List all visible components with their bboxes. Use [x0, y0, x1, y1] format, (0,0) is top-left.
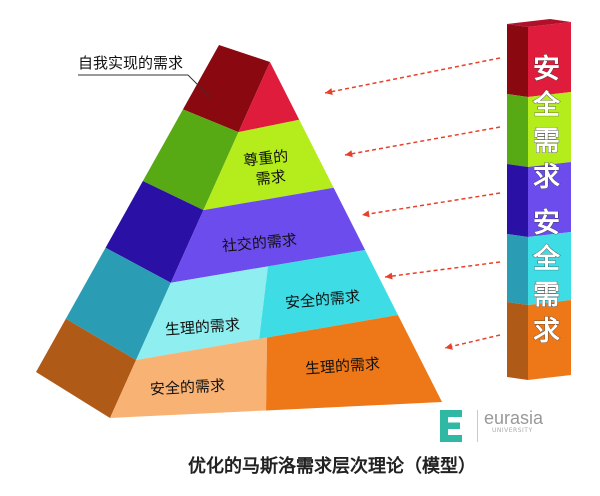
tier-esteem-front — [203, 119, 334, 211]
label-self-actualization: 自我实现的需求 — [78, 54, 183, 72]
column-segment-side — [507, 302, 528, 380]
tier-5-side — [36, 318, 137, 418]
logo-name: eurasia — [484, 408, 544, 428]
tier-4-front-left — [136, 266, 268, 360]
column-segment-front — [528, 162, 571, 237]
arrowhead-icon — [345, 150, 353, 158]
arrowhead-icon — [325, 88, 333, 95]
logo-divider — [477, 410, 478, 442]
tier-4-front-right — [259, 250, 398, 339]
column-char: 需 — [533, 280, 560, 311]
arrowhead-icon — [362, 210, 370, 218]
column-char: 安 — [533, 54, 560, 85]
tier-5-front-right — [266, 314, 442, 411]
column-char: 全 — [532, 243, 561, 275]
column-segment-side — [507, 94, 528, 167]
arrowhead-icon — [445, 342, 453, 350]
logo-e-icon — [440, 410, 462, 442]
dashed-arrow — [444, 334, 501, 349]
label-esteem-2: 需求 — [255, 167, 287, 188]
column-segment-side — [507, 234, 528, 305]
column-segment-front — [528, 300, 571, 380]
tier-social-front — [170, 187, 366, 283]
column-char: 安 — [533, 208, 560, 239]
tier-esteem-side — [142, 109, 239, 211]
dashed-arrow — [324, 57, 501, 94]
column-char: 求 — [533, 162, 560, 193]
column-char: 全 — [532, 89, 561, 121]
dashed-arrow — [344, 126, 501, 156]
column-segment-side — [507, 164, 528, 237]
column-segment-side — [507, 24, 528, 97]
column-char: 需 — [533, 126, 560, 157]
column-segment-front — [528, 232, 571, 305]
dashed-arrow — [361, 192, 501, 216]
arrowhead-icon — [385, 272, 393, 280]
column-top — [507, 19, 571, 27]
column-segment-front — [528, 92, 571, 167]
label-esteem-1: 尊重的 — [242, 147, 289, 170]
tier-4-side — [65, 247, 171, 360]
label-t5-left: 安全的需求 — [150, 376, 226, 398]
tier-self-actualization-side — [182, 45, 270, 133]
logo-sub: UNIVERSITY — [492, 427, 533, 434]
tier-social-side — [105, 181, 204, 283]
column-char: 求 — [533, 316, 560, 347]
column-segment-front — [528, 22, 571, 97]
tier-5-front-left — [110, 337, 268, 418]
diagram-title: 优化的马斯洛需求层次理论（模型） — [188, 456, 476, 477]
callout-leader — [187, 74, 211, 98]
label-t4-left: 生理的需求 — [164, 316, 240, 339]
dashed-arrow — [384, 261, 501, 278]
label-t5-right: 生理的需求 — [304, 355, 380, 378]
tier-self-actualization-front — [238, 62, 300, 133]
